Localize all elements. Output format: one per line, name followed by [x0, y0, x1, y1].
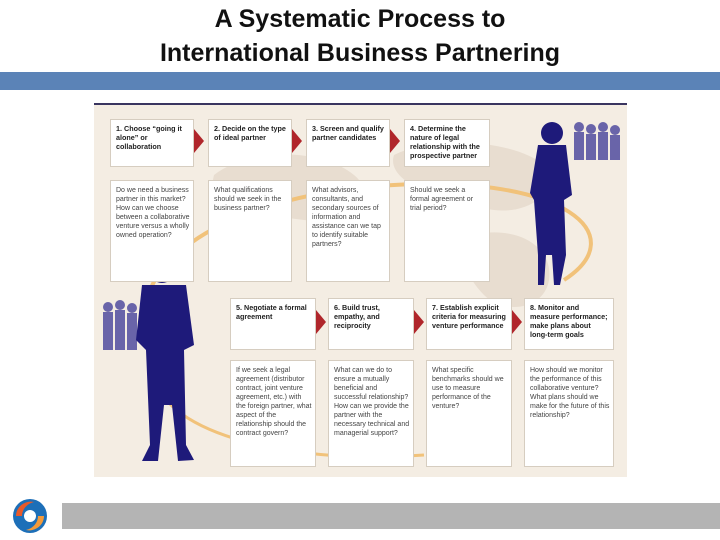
step-5-question-box: If we seek a legal agreement (distributo…: [230, 360, 316, 467]
step-7-title-box: 7. Establish explicit criteria for measu…: [426, 298, 512, 350]
step-3-question-box: What advisors, consultants, and secondar…: [306, 180, 390, 282]
step-7-arrow: [512, 310, 522, 334]
step-3-question: What advisors, consultants, and secondar…: [312, 187, 381, 248]
step-2-number: 2.: [214, 124, 220, 133]
step-7-title: Establish explicit criteria for measurin…: [432, 303, 506, 330]
step-5-question: If we seek a legal agreement (distributo…: [236, 367, 312, 437]
step-1-question-box: Do we need a business partner in this ma…: [110, 180, 194, 282]
step-8-title: Monitor and measure performance; make pl…: [530, 303, 608, 339]
header-accent-band: [0, 72, 720, 90]
step-5-number: 5.: [236, 303, 242, 312]
step-6-title-box: 6. Build trust, empathy, and reciprocity: [328, 298, 414, 350]
step-2-title: Decide on the type of ideal partner: [214, 124, 286, 142]
step-8-number: 8.: [530, 303, 536, 312]
step-3-arrow: [390, 129, 400, 153]
step-2-question: What qualifications should we seek in th…: [214, 187, 282, 212]
slide-title-line-2: International Business Partnering: [159, 39, 561, 67]
step-5-title: Negotiate a formal agreement: [236, 303, 307, 321]
step-4-question-box: Should we seek a formal agreement or tri…: [404, 180, 490, 282]
step-4-question: Should we seek a formal agreement or tri…: [410, 187, 474, 212]
step-6-number: 6.: [334, 303, 340, 312]
step-1-question: Do we need a business partner in this ma…: [116, 187, 190, 239]
step-2-question-box: What qualifications should we seek in th…: [208, 180, 292, 282]
step-2-arrow: [292, 129, 302, 153]
step-7-question-box: What specific benchmarks should we use t…: [426, 360, 512, 467]
process-figure: 1. Choose “going it alone” or collaborat…: [94, 103, 627, 477]
publisher-logo-icon: [13, 499, 47, 533]
step-3-title-box: 3. Screen and qualify partner candidates: [306, 119, 390, 167]
footer-band: [62, 503, 720, 529]
step-3-number: 3.: [312, 124, 318, 133]
step-7-number: 7.: [432, 303, 438, 312]
step-2-title-box: 2. Decide on the type of ideal partner: [208, 119, 292, 167]
step-6-question: What can we do to ensure a mutually bene…: [334, 367, 410, 437]
step-1-arrow: [194, 129, 204, 153]
step-5-title-box: 5. Negotiate a formal agreement: [230, 298, 316, 350]
step-1-number: 1.: [116, 124, 122, 133]
step-1-title-box: 1. Choose “going it alone” or collaborat…: [110, 119, 194, 167]
step-8-title-box: 8. Monitor and measure performance; make…: [524, 298, 614, 350]
step-8-question: How should we monitor the performance of…: [530, 367, 610, 419]
step-8-question-box: How should we monitor the performance of…: [524, 360, 614, 467]
step-4-title-box: 4. Determine the nature of legal relatio…: [404, 119, 490, 167]
step-6-title: Build trust, empathy, and reciprocity: [334, 303, 380, 330]
step-4-title: Determine the nature of legal relationsh…: [410, 124, 480, 160]
slide-title-line-1: A Systematic Process to: [214, 5, 506, 33]
step-4-number: 4.: [410, 124, 416, 133]
step-6-arrow: [414, 310, 424, 334]
step-5-arrow: [316, 310, 326, 334]
step-6-question-box: What can we do to ensure a mutually bene…: [328, 360, 414, 467]
step-3-title: Screen and qualify partner candidates: [312, 124, 384, 142]
step-1-title: Choose “going it alone” or collaboration: [116, 124, 182, 151]
step-7-question: What specific benchmarks should we use t…: [432, 367, 504, 410]
